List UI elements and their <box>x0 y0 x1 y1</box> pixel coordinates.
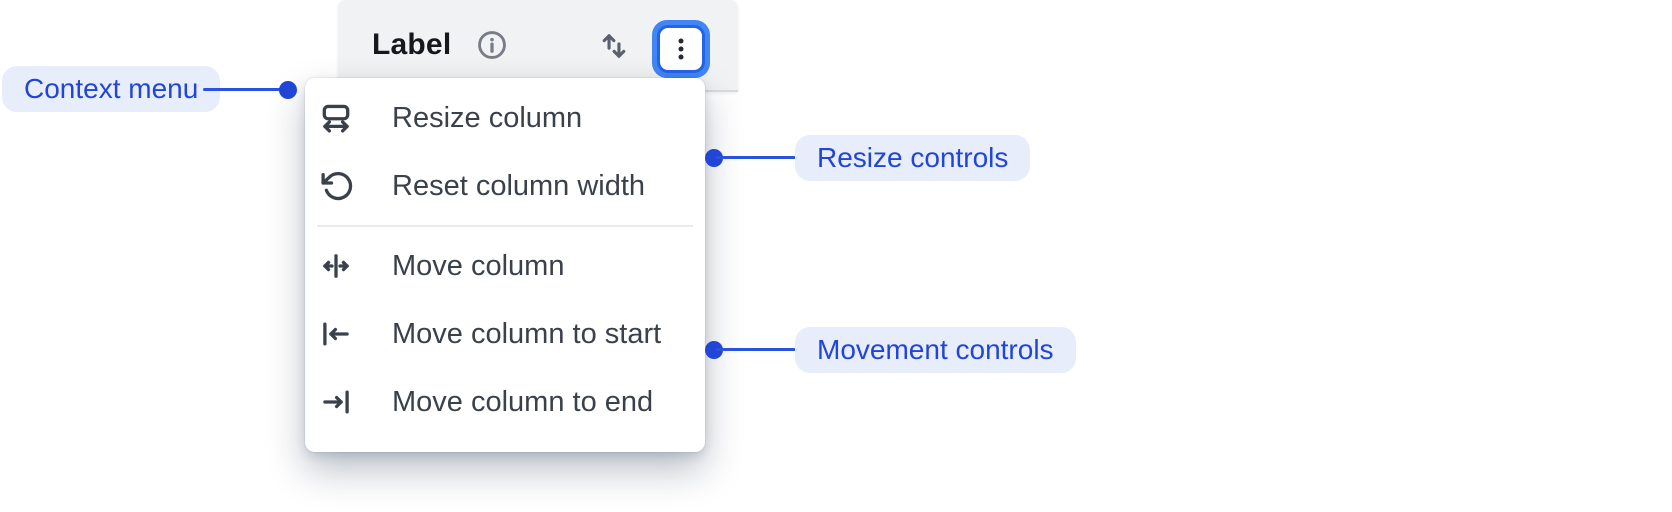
annotation-context-menu: Context menu <box>2 66 221 112</box>
menu-item-label: Reset column width <box>392 169 646 202</box>
menu-divider <box>317 225 693 227</box>
menu-item-label: Resize column <box>392 101 583 134</box>
annotation-label: Resize controls <box>817 142 1009 173</box>
connector-dot <box>279 81 297 99</box>
sort-arrows-icon[interactable] <box>596 29 632 63</box>
vertical-ellipsis-icon <box>657 25 705 73</box>
column-context-menu: Resize column Reset column width <box>305 78 705 452</box>
connector-dot <box>705 149 723 167</box>
connector-line <box>716 348 796 351</box>
menu-item-label: Move column to start <box>392 317 662 350</box>
menu-item-move-column[interactable]: Move column <box>305 232 705 300</box>
column-title: Label <box>372 28 452 61</box>
connector-line <box>203 88 281 91</box>
menu-item-label: Move column to end <box>392 385 654 418</box>
move-column-icon <box>318 248 354 284</box>
connector-line <box>716 156 796 159</box>
menu-item-reset-column-width[interactable]: Reset column width <box>305 152 705 220</box>
info-icon[interactable] <box>475 28 509 62</box>
annotation-resize-controls: Resize controls <box>795 135 1031 181</box>
move-to-end-icon <box>318 384 354 420</box>
annotation-movement-controls: Movement controls <box>795 327 1076 373</box>
reset-width-icon <box>318 168 354 204</box>
menu-item-resize-column[interactable]: Resize column <box>305 84 705 152</box>
annotation-label: Movement controls <box>817 334 1054 365</box>
annotation-label: Context menu <box>24 73 199 104</box>
menu-item-label: Move column <box>392 249 565 282</box>
menu-item-move-column-to-start[interactable]: Move column to start <box>305 300 705 368</box>
connector-dot <box>705 341 723 359</box>
resize-column-icon <box>318 100 354 136</box>
column-more-options-button[interactable] <box>652 20 710 78</box>
menu-item-move-column-to-end[interactable]: Move column to end <box>305 368 705 436</box>
move-to-start-icon <box>318 316 354 352</box>
